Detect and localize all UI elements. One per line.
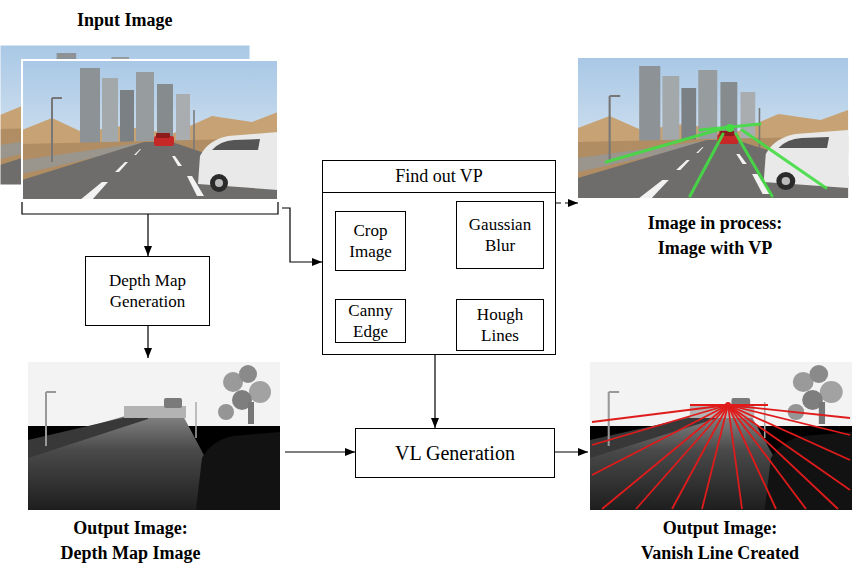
flow-arrow bbox=[434, 355, 435, 428]
box-label: VL Generation bbox=[395, 441, 515, 465]
illustration-part bbox=[728, 405, 850, 418]
box-label: Hough Lines bbox=[461, 304, 539, 346]
illustration-part bbox=[590, 362, 852, 510]
flow-arrow bbox=[147, 214, 148, 256]
input-image-stack bbox=[0, 45, 278, 214]
flow-arrow bbox=[555, 451, 588, 452]
illustration-part bbox=[22, 60, 278, 200]
illustration-part bbox=[736, 134, 772, 196]
illustration-part bbox=[592, 405, 850, 509]
illustration-part bbox=[636, 405, 728, 509]
illustration-part bbox=[592, 405, 728, 475]
process-box: Depth Map Generation bbox=[85, 256, 210, 326]
process-box: Crop Image bbox=[335, 211, 406, 271]
illustration-part bbox=[28, 362, 280, 510]
illustration-part bbox=[702, 405, 728, 509]
vp-image bbox=[578, 58, 848, 198]
group-heading: Find out VP bbox=[323, 161, 555, 193]
illustration-part bbox=[672, 405, 728, 509]
illustration-part bbox=[592, 405, 728, 422]
depth-map-image bbox=[28, 362, 280, 510]
image-caption: Output Image: bbox=[588, 516, 852, 541]
depth-map-output: Output Image:Depth Map Image bbox=[22, 358, 285, 570]
process-box: VL Generation bbox=[355, 428, 555, 478]
illustration-part bbox=[22, 202, 278, 214]
illustration-part bbox=[728, 405, 850, 490]
illustration-part bbox=[578, 58, 848, 198]
input-image: Input Image bbox=[0, 5, 282, 214]
process-box: Gaussian Blur bbox=[456, 201, 544, 269]
flow-arrow bbox=[282, 208, 322, 262]
process-box: Hough Lines bbox=[456, 299, 544, 351]
vanish-line-output: Output Image:Vanish Line Created bbox=[588, 358, 852, 570]
image-caption: Output Image: bbox=[22, 516, 285, 541]
box-label: Crop Image bbox=[340, 220, 401, 262]
illustration-part bbox=[728, 405, 776, 509]
vanish-line-image bbox=[590, 362, 852, 510]
dashed-arrow bbox=[556, 202, 578, 203]
group-box: Find out VP Crop Image Gaussian BlurCanny … bbox=[322, 160, 556, 355]
illustration-part bbox=[22, 60, 278, 200]
illustration-part bbox=[606, 124, 826, 196]
image-caption: Depth Map Image bbox=[22, 541, 285, 566]
box-label: Canny Edge bbox=[340, 300, 401, 342]
illustration-part bbox=[728, 405, 850, 460]
box-label: Gaussian Blur bbox=[461, 214, 539, 256]
process-box: Canny Edge bbox=[335, 299, 406, 343]
image-caption: Image in process: bbox=[578, 211, 852, 236]
image-caption: Input Image bbox=[0, 8, 282, 33]
illustration-part bbox=[742, 130, 826, 188]
illustration-part bbox=[725, 402, 731, 408]
flow-arrow bbox=[147, 326, 148, 358]
illustration-part bbox=[690, 134, 723, 196]
illustration-part bbox=[728, 405, 838, 509]
image-caption: Vanish Line Created bbox=[588, 541, 852, 566]
image-caption: Image with VP bbox=[578, 236, 852, 261]
illustration-part bbox=[728, 405, 850, 435]
illustration-part bbox=[602, 405, 728, 509]
image-with-vp: Image in process:Image with VP bbox=[578, 55, 852, 263]
box-label: Depth Map Generation bbox=[90, 270, 205, 312]
flow-arrow bbox=[285, 451, 355, 452]
illustration-part bbox=[726, 124, 734, 132]
